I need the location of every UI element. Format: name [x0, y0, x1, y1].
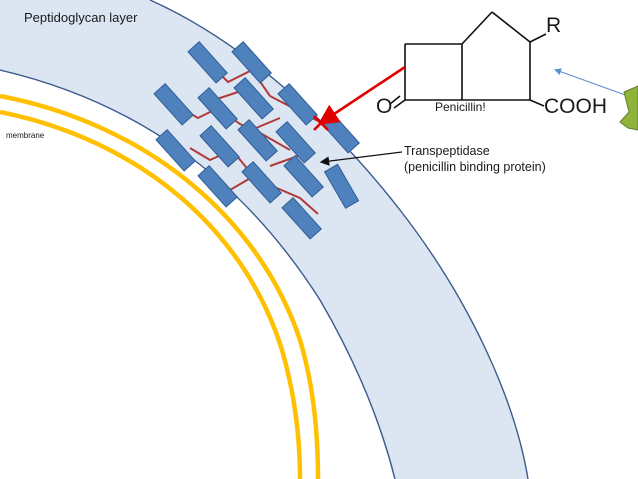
transpeptidase-label-line2: (penicillin binding protein)	[404, 159, 546, 174]
protein-unit	[323, 163, 360, 209]
membrane-outer-line	[0, 93, 321, 479]
protein-unit	[155, 129, 196, 172]
protein-unit	[283, 155, 324, 198]
penicillin-label: Penicillin!	[435, 100, 486, 114]
protein-unit	[153, 83, 194, 126]
protein-unit	[197, 165, 238, 208]
protein-unit	[281, 197, 322, 240]
cell-wall-outer-edge	[149, 0, 529, 479]
transpeptidase-cluster	[153, 41, 360, 240]
penicillin-structure	[389, 11, 547, 109]
protein-unit	[197, 87, 238, 130]
peptidoglycan-layer-label: Peptidoglycan layer	[24, 10, 138, 25]
transpeptidase-label: Transpeptidase (penicillin binding prote…	[404, 144, 546, 175]
membrane-label: membrane	[6, 131, 45, 140]
transpeptidase-pointer-arrow	[319, 151, 403, 166]
protein-unit	[187, 41, 228, 84]
cell-wall-inner-edge	[0, 69, 396, 479]
protein-unit	[275, 121, 316, 164]
cell-wall-band	[0, 0, 528, 479]
protein-unit	[241, 161, 282, 204]
block-x-mark	[313, 115, 329, 131]
protein-unit	[277, 83, 318, 126]
protein-unit	[233, 77, 274, 120]
starburst-shape	[619, 85, 638, 131]
protein-unit	[231, 41, 272, 84]
transpeptidase-label-line1: Transpeptidase	[404, 144, 490, 158]
carbonyl-oxygen-label: O	[376, 95, 393, 118]
starburst-pointer-arrow	[554, 68, 629, 97]
inhibition-arrow	[317, 65, 406, 125]
carboxyl-group-label: COOH	[544, 95, 607, 118]
membrane-inner-line	[0, 109, 303, 479]
protein-unit	[199, 125, 240, 168]
side-group-label: R	[546, 14, 562, 37]
protein-unit	[237, 119, 278, 162]
